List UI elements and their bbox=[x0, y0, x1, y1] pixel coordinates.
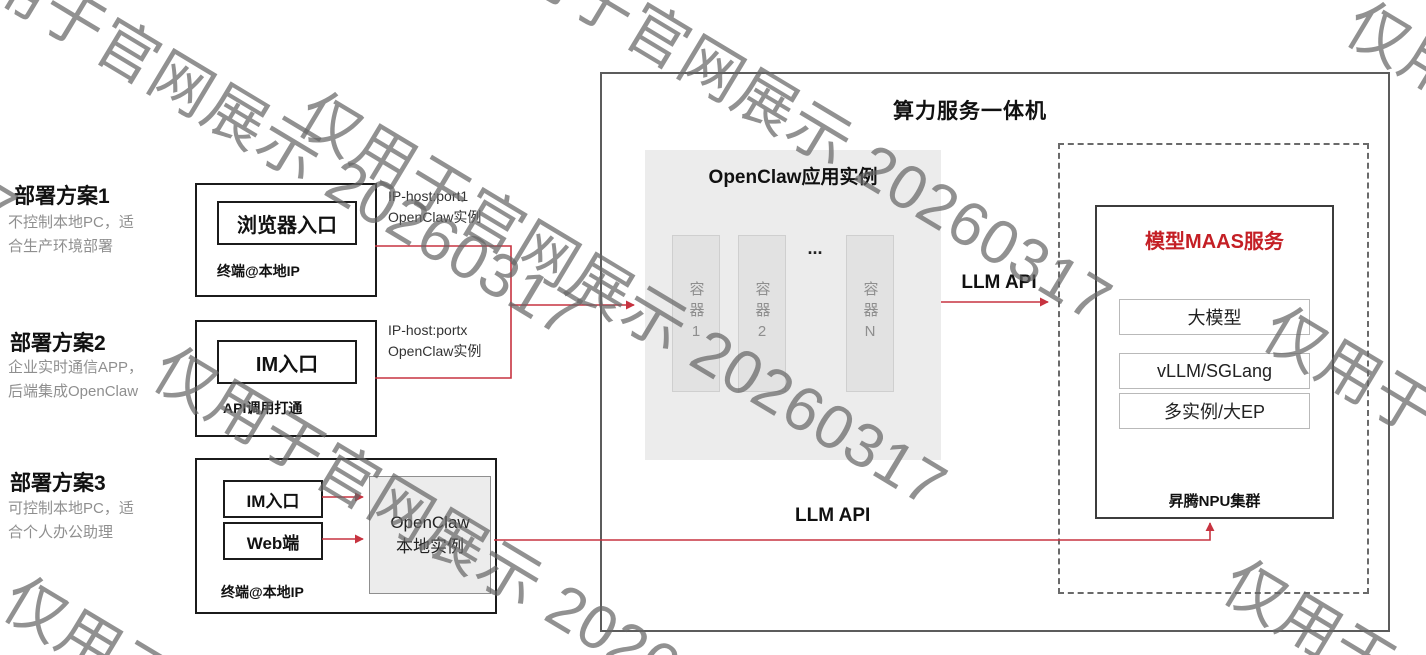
llm-api-bottom-label: LLM API bbox=[795, 505, 871, 526]
scheme2-api-note: API调用打通 bbox=[223, 400, 303, 416]
local-instance-line2: 本地实例 bbox=[396, 537, 464, 556]
maas-service-title: 模型MAAS服务 bbox=[1145, 231, 1284, 253]
container-n-label: 容器N bbox=[861, 281, 879, 346]
scheme2-desc-line2: 后端集成OpenClaw bbox=[8, 383, 139, 400]
watermark-text: 仅用于官网展示 20260317 bbox=[0, 0, 594, 352]
scheme2-connection-label: IP-host:portx OpenClaw实例 bbox=[388, 320, 481, 362]
scheme1-desc-line1: 不控制本地PC，适 bbox=[8, 214, 134, 231]
openclaw-local-instance-box: OpenClaw 本地实例 bbox=[369, 476, 491, 594]
scheme1-description: 不控制本地PC，适 合生产环境部署 bbox=[8, 211, 134, 259]
openclaw-app-instances-title: OpenClaw应用实例 bbox=[708, 167, 878, 188]
scheme3-description: 可控制本地PC，适 合个人办公助理 bbox=[8, 497, 134, 545]
scheme3-title: 部署方案3 bbox=[10, 472, 106, 495]
scheme1-conn-line2: OpenClaw实例 bbox=[388, 209, 482, 225]
scheme1-desc-line2: 合生产环境部署 bbox=[8, 238, 114, 255]
scheme3-terminal-note: 终端@本地IP bbox=[221, 584, 304, 600]
maas-item-vllm-sglang: vLLM/SGLang bbox=[1119, 353, 1310, 389]
scheme2-description: 企业实时通信APP， 后端集成OpenClaw bbox=[8, 356, 143, 404]
scheme2-title: 部署方案2 bbox=[10, 332, 106, 355]
container-n-box: 容器N bbox=[846, 235, 894, 392]
container-1-box: 容器1 bbox=[672, 235, 720, 392]
container-2-label: 容器2 bbox=[753, 281, 771, 346]
im-entry-box: IM入口 bbox=[217, 340, 357, 384]
browser-entry-box: 浏览器入口 bbox=[217, 201, 357, 245]
scheme3-desc-line1: 可控制本地PC，适 bbox=[8, 500, 134, 517]
containers-ellipsis: ... bbox=[807, 238, 823, 258]
scheme2-conn-line1: IP-host:portx bbox=[388, 322, 468, 338]
maas-item-multi-instance: 多实例/大EP bbox=[1119, 393, 1310, 429]
scheme2-conn-line2: OpenClaw实例 bbox=[388, 343, 482, 359]
maas-dashed-region bbox=[1058, 143, 1369, 594]
maas-service-box: 模型MAAS服务 大模型 vLLM/SGLang 多实例/大EP 昇腾NPU集群 bbox=[1095, 205, 1334, 519]
container-2-box: 容器2 bbox=[738, 235, 786, 392]
scheme1-box: 浏览器入口 终端@本地IP bbox=[195, 183, 377, 297]
scheme1-conn-line1: IP-host:port1 bbox=[388, 188, 469, 204]
scheme1-connection-label: IP-host:port1 OpenClaw实例 bbox=[388, 186, 481, 228]
scheme3-im-entry-box: IM入口 bbox=[223, 480, 323, 518]
scheme1-title: 部署方案1 bbox=[14, 185, 110, 208]
scheme2-box: IM入口 API调用打通 bbox=[195, 320, 377, 437]
scheme3-web-entry-box: Web端 bbox=[223, 522, 323, 560]
npu-cluster-label: 昇腾NPU集群 bbox=[1168, 493, 1261, 510]
llm-api-top-label: LLM API bbox=[961, 272, 1037, 293]
scheme1-connector bbox=[375, 245, 512, 305]
scheme3-box: IM入口 Web端 OpenClaw 本地实例 终端@本地IP bbox=[195, 458, 497, 614]
scheme1-terminal-note: 终端@本地IP bbox=[217, 263, 300, 279]
scheme2-desc-line1: 企业实时通信APP， bbox=[8, 359, 144, 376]
container-1-label: 容器1 bbox=[687, 281, 705, 346]
maas-item-large-model: 大模型 bbox=[1119, 299, 1310, 335]
local-instance-line1: OpenClaw bbox=[390, 513, 470, 532]
scheme3-desc-line2: 合个人办公助理 bbox=[8, 524, 114, 541]
compute-server-title: 算力服务一体机 bbox=[893, 100, 1047, 123]
